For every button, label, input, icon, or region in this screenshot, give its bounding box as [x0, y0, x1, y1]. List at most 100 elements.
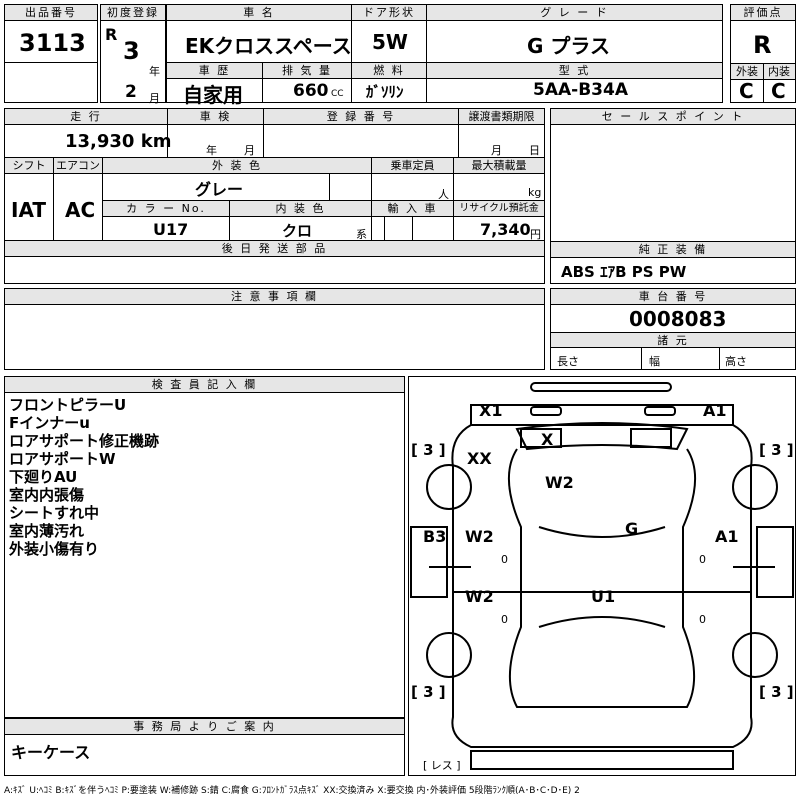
ext-score: C — [739, 79, 754, 103]
grade: G プラス — [527, 34, 610, 58]
later-parts-label: 後 日 発 送 部 品 — [5, 241, 544, 257]
mileage-label: 走 行 — [5, 109, 167, 125]
cc-unit: CC — [331, 89, 344, 99]
era: R — [105, 25, 118, 44]
chassis: 0008083 — [629, 307, 727, 331]
tread-depth: [ 3 ] — [411, 683, 446, 701]
inspection-box: 車 検 年 月 — [167, 108, 264, 158]
color-no-label: カ ラ ー No. — [103, 201, 229, 217]
office-box: 事 務 局 よ り ご 案 内 キーケース — [4, 718, 405, 776]
score-box: 評価点 R 外装 内装 C C — [730, 4, 796, 103]
color-no-box: カ ラ ー No. U17 — [102, 200, 230, 241]
equipment-label: 純 正 装 備 — [551, 242, 795, 258]
door-box: ドア形状 5W — [351, 4, 427, 63]
capacity-box: 乗車定員 人 — [371, 157, 454, 201]
shift-box: シフト IAT — [4, 157, 54, 241]
damage-mark: W2 — [465, 587, 494, 606]
recycle-unit: 円 — [530, 228, 541, 241]
recycle-box: リサイクル預託金 7,340 円 — [453, 200, 545, 241]
shift-label: シフト — [5, 158, 53, 174]
first-reg-box: 初度登録 R 3 年 2 月 — [100, 4, 166, 105]
history-label: 車 歴 — [167, 63, 262, 79]
int-label: 内装 — [763, 64, 795, 80]
load-box: 最大積載量 kg — [453, 157, 545, 201]
import-box: 輸 入 車 — [371, 200, 454, 241]
inspector-note: フロントピラーU — [9, 396, 127, 414]
color-box: 外 装 色 グレー — [102, 157, 372, 201]
damage-mark: B3 — [423, 527, 447, 546]
capacity-unit: 人 — [438, 188, 449, 201]
damage-mark: X — [541, 430, 554, 449]
mileage-box: 走 行 13,930 km — [4, 108, 172, 158]
inspector-note: ロアサポート修正機跡 — [9, 432, 160, 450]
length-label: 長さ — [557, 355, 579, 368]
less-mark: [ レス ] — [423, 759, 461, 772]
color: グレー — [195, 180, 244, 199]
ext-label: 外装 — [731, 64, 763, 80]
inspection-label: 車 検 — [168, 109, 263, 125]
lot-box: 出品番号 3113 — [4, 4, 98, 103]
shift: IAT — [11, 198, 47, 222]
specs-label: 諸 元 — [551, 332, 795, 348]
inspector-note: 下廻りAU — [9, 468, 78, 486]
zero-mark: 0 — [699, 613, 706, 626]
notes-label: 注 意 事 項 欄 — [5, 289, 544, 305]
interior-box: 内 装 色 クロ 系 — [229, 200, 372, 241]
door-label: ドア形状 — [352, 5, 426, 21]
ac: AC — [65, 198, 96, 222]
height-label: 高さ — [725, 355, 747, 368]
sales-points-box: セ ー ル ス ポ イ ン ト — [550, 108, 796, 242]
fuel-label: 燃 料 — [352, 63, 426, 79]
inspector-note: シートすれ中 — [9, 504, 100, 522]
damage-mark: W2 — [545, 473, 574, 492]
car-name-box: 車 名 EKクロススペース — [166, 4, 352, 63]
damage-mark: U1 — [591, 587, 616, 606]
reg-no-box: 登 録 番 号 — [263, 108, 459, 158]
car-name: EKクロススペース — [185, 34, 352, 58]
fuel-box: 燃 料 ｶﾞｿﾘﾝ — [351, 62, 427, 103]
width-label: 幅 — [649, 355, 660, 368]
recycle-label: リサイクル預託金 — [454, 201, 544, 217]
equipment: ABS ｴｱB PS PW — [561, 263, 687, 281]
car-outline — [410, 382, 794, 770]
damage-mark: A1 — [715, 527, 739, 546]
zero-mark: 0 — [699, 553, 706, 566]
grade-box: グ レ ー ド G プラス — [426, 4, 723, 63]
sales-points-label: セ ー ル ス ポ イ ン ト — [551, 109, 795, 125]
zero-mark: 0 — [501, 553, 508, 566]
tr-day-unit: 日 — [529, 144, 540, 157]
model-box: 型 式 5AA-B34A — [426, 62, 723, 103]
equipment-box: 純 正 装 備 ABS ｴｱB PS PW — [550, 241, 796, 284]
first-reg-label: 初度登録 — [101, 5, 165, 21]
door: 5W — [372, 30, 408, 54]
damage-mark: X1 — [479, 401, 503, 420]
inspector-note: ロアサポートW — [9, 450, 116, 468]
capacity-label: 乗車定員 — [372, 158, 453, 174]
zero-mark: 0 — [501, 613, 508, 626]
displacement-box: 排 気 量 660 CC — [262, 62, 352, 103]
reg-no-label: 登 録 番 号 — [264, 109, 458, 125]
month-unit: 月 — [149, 92, 160, 105]
month: 2 — [125, 82, 137, 102]
lot-label: 出品番号 — [5, 5, 97, 21]
int-score: C — [771, 79, 786, 103]
recycle: 7,340 — [480, 220, 531, 239]
ac-box: エアコン AC — [53, 157, 103, 241]
car-diagram: X1 A1 X XX W2 G B3 W2 A1 W2 U1 [ 3 ] [ 3… — [408, 376, 796, 776]
model: 5AA-B34A — [533, 80, 628, 100]
car-name-label: 車 名 — [167, 5, 351, 21]
insp-year-unit: 年 — [206, 144, 217, 157]
mileage: 13,930 km — [65, 131, 172, 152]
interior-label: 内 装 色 — [230, 201, 371, 217]
score-label: 評価点 — [731, 5, 795, 21]
tread-depth: [ 3 ] — [411, 441, 446, 459]
history: 自家用 — [183, 83, 243, 107]
inspector-note: 室内内張傷 — [9, 486, 85, 504]
office-label: 事 務 局 よ り ご 案 内 — [5, 719, 404, 735]
color-no: U17 — [153, 220, 189, 239]
import-label: 輸 入 車 — [372, 201, 453, 217]
model-label: 型 式 — [427, 63, 722, 79]
displacement-label: 排 気 量 — [263, 63, 351, 79]
history-box: 車 歴 自家用 — [166, 62, 263, 107]
interior: クロ — [282, 222, 313, 240]
